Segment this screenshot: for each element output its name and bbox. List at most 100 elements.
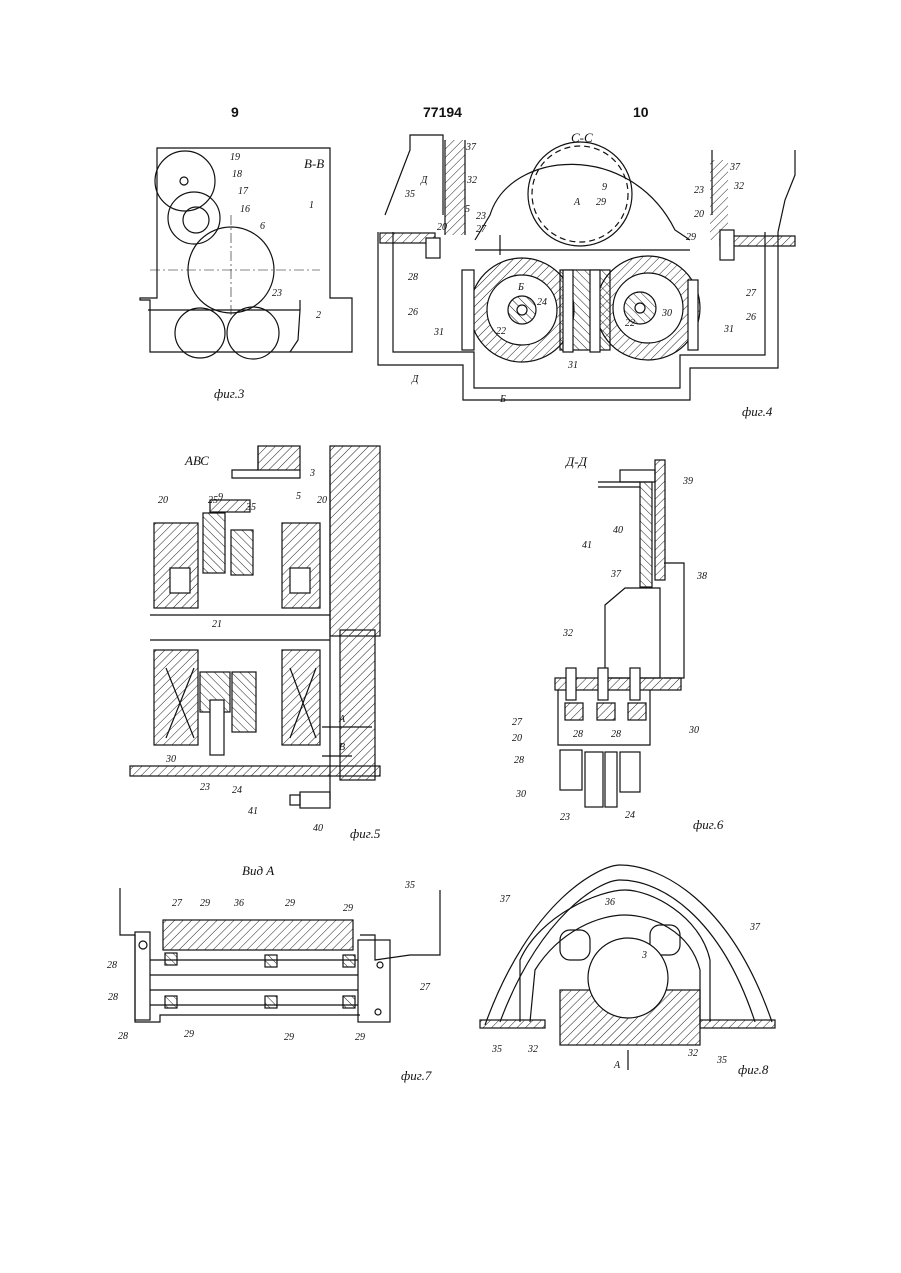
fig7-caption: фиг.7 bbox=[401, 1068, 432, 1083]
figure-6 bbox=[555, 460, 684, 807]
label: 29 bbox=[184, 1029, 194, 1040]
label: 37 bbox=[729, 162, 741, 173]
label: 28 bbox=[573, 729, 583, 740]
fig3-caption: фиг.3 bbox=[214, 386, 245, 401]
fig8-caption: фиг.8 bbox=[738, 1062, 769, 1077]
label: 27 bbox=[420, 982, 431, 993]
label: 28 bbox=[408, 272, 418, 283]
label: 20 bbox=[512, 733, 522, 744]
fig5-caption: фиг.5 bbox=[350, 826, 381, 841]
label: 28 bbox=[107, 960, 117, 971]
label: 25 bbox=[208, 495, 218, 506]
label: 24 bbox=[537, 297, 547, 308]
label: 41 bbox=[248, 806, 258, 817]
label: Б bbox=[499, 394, 506, 405]
label: 38 bbox=[696, 571, 707, 582]
label: 20 bbox=[158, 495, 168, 506]
label: 32 bbox=[733, 181, 744, 192]
label: 23 bbox=[200, 782, 210, 793]
label: 29 bbox=[284, 1032, 294, 1043]
label: 36 bbox=[604, 897, 615, 908]
label: 3 bbox=[641, 950, 647, 961]
fig4-caption: фиг.4 bbox=[742, 404, 773, 419]
fig6-section-label: Д-Д bbox=[564, 454, 588, 469]
label: 30 bbox=[515, 789, 526, 800]
label: 40 bbox=[313, 823, 323, 834]
label: А bbox=[573, 197, 581, 208]
label: Д bbox=[420, 175, 428, 186]
label: 9 bbox=[218, 492, 223, 503]
label: 27 bbox=[512, 717, 523, 728]
label: 29 bbox=[343, 903, 353, 914]
label: 32 bbox=[562, 628, 573, 639]
label: 20 bbox=[437, 222, 447, 233]
label: 20 bbox=[317, 495, 327, 506]
label: 3 bbox=[309, 468, 315, 479]
label: 28 bbox=[108, 992, 118, 1003]
label: 16 bbox=[240, 204, 250, 215]
label: 29 bbox=[285, 898, 295, 909]
fig5-section-label: АВС bbox=[184, 453, 209, 468]
label: 27 bbox=[746, 288, 757, 299]
label: 26 bbox=[746, 312, 756, 323]
label: 35 bbox=[245, 502, 256, 513]
label: 29 bbox=[686, 232, 696, 243]
fig6-caption: фиг.6 bbox=[693, 817, 724, 832]
label: 31 bbox=[723, 324, 734, 335]
label: 5 bbox=[296, 491, 301, 502]
figure-8 bbox=[480, 865, 775, 1070]
label: А bbox=[613, 1060, 621, 1071]
label: 2 bbox=[316, 310, 321, 321]
label: 5 bbox=[465, 204, 470, 215]
label: 6 bbox=[260, 221, 265, 232]
label: 32 bbox=[687, 1048, 698, 1059]
label: 26 bbox=[408, 307, 418, 318]
label: Б bbox=[517, 282, 524, 293]
label: 29 bbox=[200, 898, 210, 909]
label: 40 bbox=[613, 525, 623, 536]
label: 27 bbox=[172, 898, 183, 909]
label: 1 bbox=[309, 200, 314, 211]
label: 19 bbox=[230, 152, 240, 163]
figure-7-labels: Вид А 35 27 29 36 29 29 28 28 28 27 29 2… bbox=[107, 863, 432, 1083]
label: 23 bbox=[694, 185, 704, 196]
label: 30 bbox=[165, 754, 176, 765]
label: 24 bbox=[232, 785, 242, 796]
fig4-section-label: С-С bbox=[571, 130, 593, 145]
figure-3-labels: В-В 19 18 17 16 6 1 23 2 фиг.3 bbox=[214, 152, 324, 401]
label: 29 bbox=[596, 197, 606, 208]
label: 35 bbox=[404, 189, 415, 200]
figure-6-labels: Д-Д 39 40 41 37 38 32 27 20 28 28 28 30 … bbox=[512, 454, 724, 832]
label: В bbox=[339, 742, 345, 753]
label: 20 bbox=[694, 209, 704, 220]
label: 37 bbox=[465, 142, 477, 153]
label: 35 bbox=[404, 880, 415, 891]
label: 23 bbox=[560, 812, 570, 823]
figure-7 bbox=[120, 888, 440, 1022]
label: Д bbox=[411, 374, 419, 385]
label: 23 bbox=[476, 211, 486, 222]
label: А bbox=[338, 714, 346, 725]
label: 28 bbox=[118, 1031, 128, 1042]
label: 37 bbox=[749, 922, 761, 933]
label: 30 bbox=[688, 725, 699, 736]
label: 35 bbox=[491, 1044, 502, 1055]
label: 27 bbox=[476, 224, 487, 235]
label: 21 bbox=[212, 619, 222, 630]
figure-4 bbox=[378, 135, 795, 400]
label: 35 bbox=[716, 1055, 727, 1066]
label: 31 bbox=[433, 327, 444, 338]
label: 32 bbox=[466, 175, 477, 186]
label: 41 bbox=[582, 540, 592, 551]
label: 37 bbox=[499, 894, 511, 905]
label: 29 bbox=[355, 1032, 365, 1043]
label: 9 bbox=[602, 182, 607, 193]
label: 17 bbox=[238, 186, 249, 197]
label: 18 bbox=[232, 169, 242, 180]
label: 37 bbox=[610, 569, 622, 580]
label: 22 bbox=[496, 326, 506, 337]
label: 28 bbox=[514, 755, 524, 766]
label: 24 bbox=[625, 810, 635, 821]
label: 28 bbox=[611, 729, 621, 740]
